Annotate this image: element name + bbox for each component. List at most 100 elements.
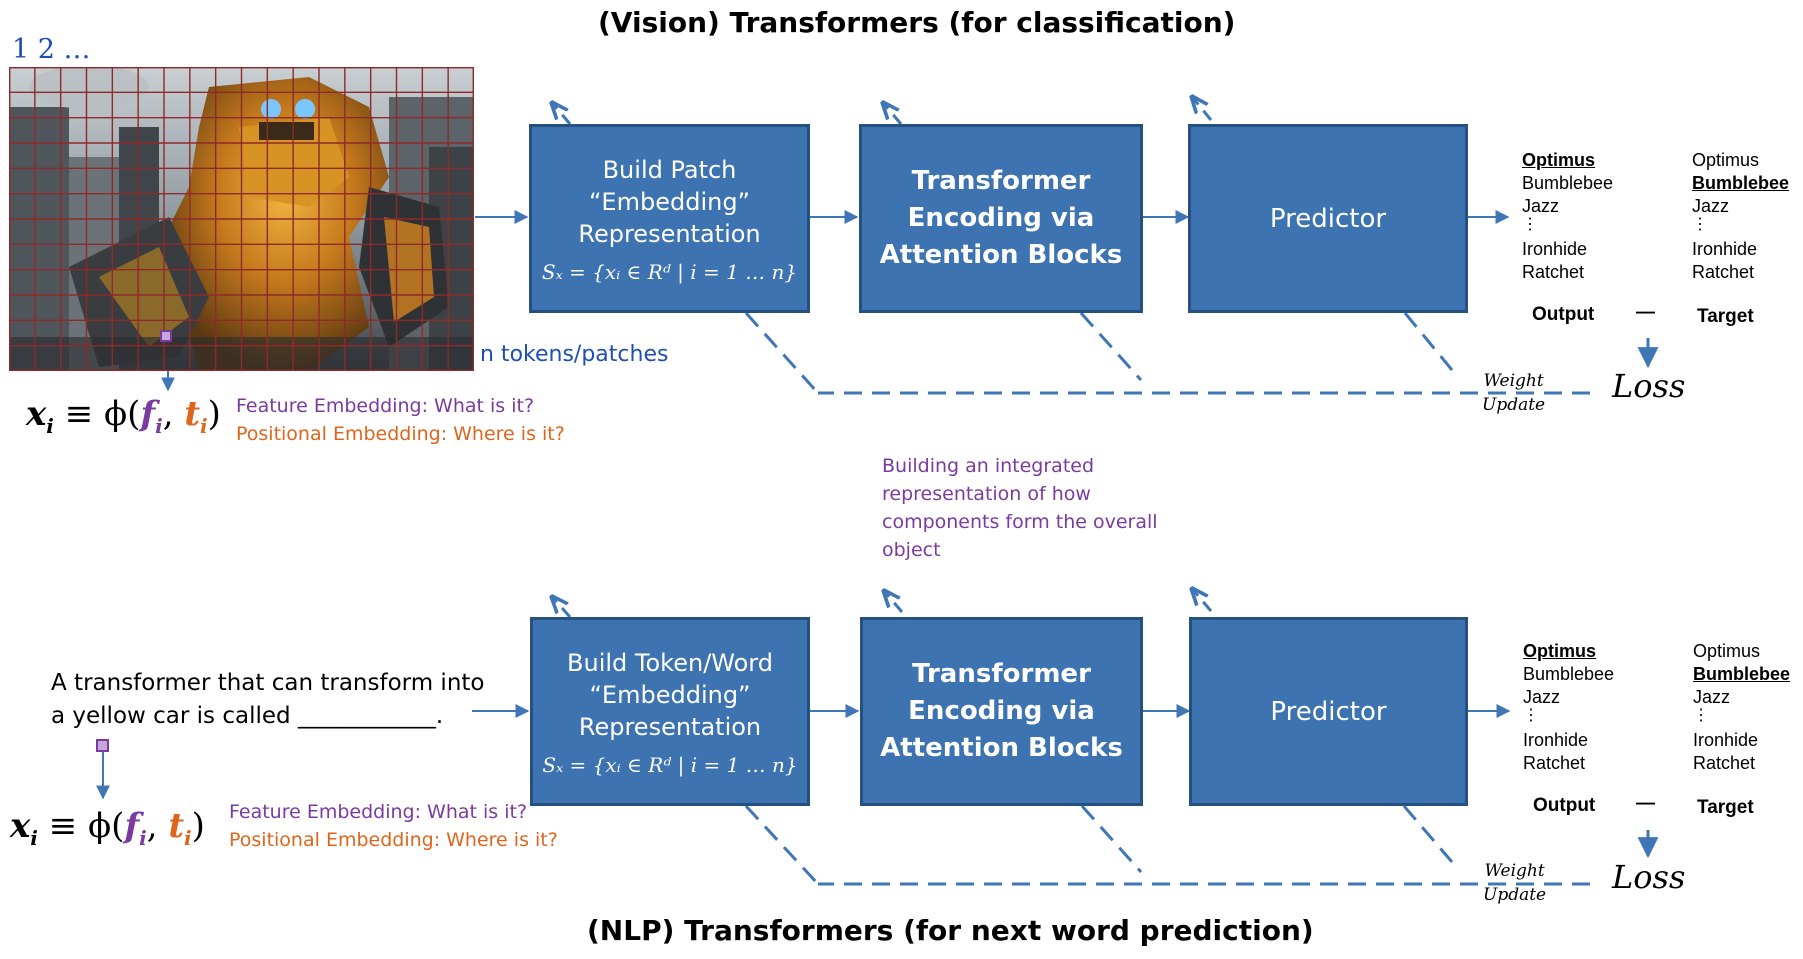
output-label-bottom: Output	[1533, 795, 1596, 816]
close-paren: )	[207, 394, 221, 434]
output-item: Optimus	[1523, 641, 1597, 661]
target-item: ⋮	[1693, 707, 1709, 724]
target-item: Jazz	[1692, 196, 1730, 216]
predictor-label-bottom: Predictor	[1270, 696, 1387, 727]
output-item: ⋮	[1522, 216, 1538, 233]
predictor-label-top: Predictor	[1269, 203, 1387, 234]
dashed-up-arrow-embedding	[553, 104, 572, 125]
token-embedding-formula: Sₓ = {xᵢ ∈ Rᵈ | i = 1 … n}	[542, 752, 798, 777]
patch-index-label: 1 2 …	[12, 34, 91, 65]
bottom-title: (NLP) Transformers (for next word predic…	[587, 914, 1314, 947]
output-item: Jazz	[1522, 196, 1560, 216]
sentence-line: a yellow car is called ____________.	[51, 703, 444, 729]
feature-symbol: f	[140, 394, 156, 434]
patch-count-text: n tokens/patches	[480, 342, 669, 367]
t-subscript: i	[184, 825, 192, 850]
predictor-box-top: Predictor	[1188, 124, 1468, 313]
output-item: Bumblebee	[1522, 173, 1614, 193]
encoder-box-bottom: Transformer Encoding via Attention Block…	[860, 617, 1143, 806]
patch-count-label: n tokens/patches	[480, 342, 668, 367]
embedding-formula-bottom: xi ≡ ϕ(fi, ti)	[10, 806, 205, 850]
weight-word: Weight	[1484, 861, 1545, 881]
encoder-line1-bottom: Transformer	[912, 659, 1091, 689]
positional-embedding-label-top: Positional Embedding: Where is it?	[236, 423, 565, 445]
patch-embedding-line3: Representation	[578, 219, 761, 248]
note-line: representation of how	[882, 483, 1091, 505]
update-word: Update	[1483, 885, 1547, 905]
robot-image	[9, 67, 474, 371]
output-label-top: Output	[1532, 304, 1595, 325]
target-list-bottom: Optimus Bumblebee Jazz ⋮ Ironhide Ratche…	[1693, 640, 1790, 775]
feature-embedding-label-top: Feature Embedding: What is it?	[236, 395, 535, 417]
target-list-top: Optimus Bumblebee Jazz ⋮ Ironhide Ratche…	[1692, 149, 1789, 284]
embedding-formula-top: xi ≡ ϕ(fi, ti)	[26, 394, 221, 438]
input-sentence: A transformer that can transform into a …	[51, 667, 485, 733]
token-embedding-line1: Build Token/Word	[567, 648, 773, 677]
phi-symbol: ≡ ϕ(	[53, 394, 141, 434]
sentence-line: A transformer that can transform into	[51, 670, 485, 696]
output-item: Ratchet	[1522, 262, 1585, 282]
x-symbol: x	[26, 394, 47, 434]
target-item: Optimus	[1693, 641, 1761, 661]
x-subscript: i	[30, 825, 38, 850]
phi-symbol: ≡ ϕ(	[37, 806, 125, 846]
encoder-box-top: Transformer Encoding via Attention Block…	[859, 124, 1143, 313]
position-symbol: t	[184, 394, 201, 434]
output-item: Jazz	[1523, 687, 1561, 707]
feature-symbol: f	[124, 806, 140, 846]
target-item: Optimus	[1692, 150, 1760, 170]
dashed-up-arrow-predictor	[1193, 98, 1213, 121]
feature-embedding-label-bottom: Feature Embedding: What is it?	[229, 801, 528, 823]
loss-bottom: Loss	[1612, 858, 1686, 896]
x-subscript: i	[46, 413, 54, 438]
note-line: components form the overall	[882, 511, 1158, 533]
output-item: Ironhide	[1522, 239, 1588, 259]
output-item: Ratchet	[1523, 753, 1586, 773]
target-item: ⋮	[1692, 216, 1708, 233]
token-marker-icon	[96, 739, 109, 752]
encoder-line3-bottom: Attention Blocks	[880, 733, 1123, 763]
output-item: Bumblebee	[1523, 664, 1615, 684]
weight-update-top: Weight Update	[1482, 369, 1545, 417]
patch-embedding-line2: “Embedding”	[589, 187, 750, 216]
dashed-up-arrow-embedding-bottom	[553, 598, 572, 619]
encoder-line1-top: Transformer	[911, 166, 1091, 196]
note-line: Building an integrated	[882, 455, 1095, 477]
output-list-top: Optimus Bumblebee Jazz ⋮ Ironhide Ratche…	[1522, 149, 1613, 284]
dashed-up-arrow-encoder	[884, 104, 903, 125]
dashed-diag-predictor	[1403, 312, 1454, 371]
target-item: Bumblebee	[1692, 173, 1790, 193]
output-list-bottom: Optimus Bumblebee Jazz ⋮ Ironhide Ratche…	[1523, 640, 1614, 775]
close-paren: )	[191, 806, 205, 846]
output-item: Optimus	[1522, 150, 1596, 170]
weight-update-bottom: Weight Update	[1483, 859, 1546, 907]
dashed-diag-predictor-bottom	[1402, 805, 1454, 863]
weight-word: Weight	[1483, 371, 1544, 391]
x-symbol: x	[10, 806, 31, 846]
integration-note: Building an integrated representation of…	[882, 452, 1158, 564]
target-item: Ironhide	[1693, 730, 1759, 750]
comma: ,	[146, 806, 169, 846]
target-label-top: Target	[1697, 306, 1754, 327]
minus-bottom: —	[1636, 793, 1655, 814]
target-item: Bumblebee	[1693, 664, 1791, 684]
encoder-line3-top: Attention Blocks	[879, 240, 1123, 270]
target-item: Ironhide	[1692, 239, 1758, 259]
target-item: Ratchet	[1693, 753, 1756, 773]
target-item: Jazz	[1693, 687, 1731, 707]
dashed-diag-encoder-bottom	[1080, 805, 1143, 873]
dashed-up-arrow-predictor-bottom	[1193, 590, 1213, 612]
dashed-diag-embedding-bottom	[744, 804, 820, 886]
token-embedding-box: Build Token/Word “Embedding” Representat…	[530, 617, 810, 806]
patch-embedding-box: Build Patch “Embedding” Representation S…	[529, 124, 810, 313]
token-embedding-line2: “Embedding”	[589, 680, 751, 709]
dashed-diag-embedding	[744, 311, 820, 395]
output-item: ⋮	[1523, 707, 1539, 724]
t-subscript: i	[200, 413, 208, 438]
minus-top: —	[1636, 302, 1655, 323]
dashed-up-arrow-encoder-bottom	[885, 592, 904, 613]
positional-embedding-label-bottom: Positional Embedding: Where is it?	[229, 829, 558, 851]
f-subscript: i	[139, 825, 147, 850]
comma: ,	[162, 394, 185, 434]
